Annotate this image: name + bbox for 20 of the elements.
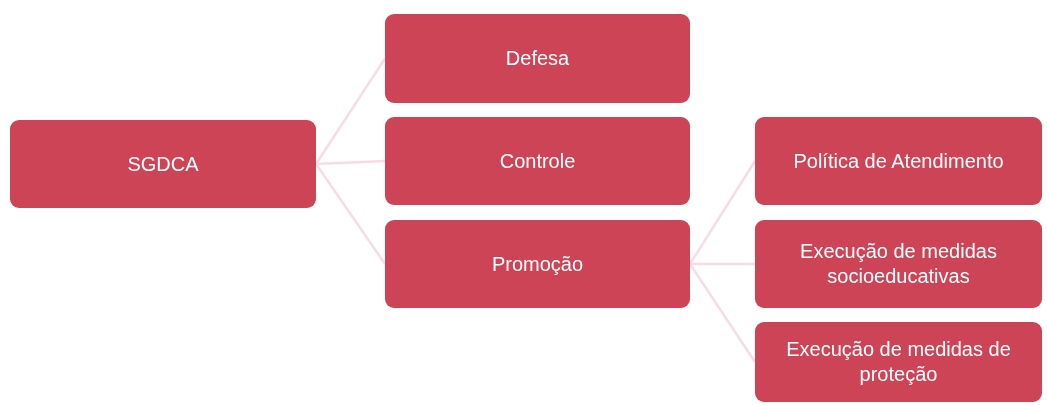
box-label: Promoção — [491, 251, 584, 277]
box-label: SGDCA — [127, 151, 199, 177]
box-label: Execução de medidas socioeducativas — [799, 239, 998, 289]
process-box — [385, 14, 690, 103]
connector-line — [690, 262, 755, 266]
connector-line — [688, 263, 757, 363]
box-label: Controle — [499, 148, 576, 174]
process-box — [385, 117, 690, 205]
connector-line — [314, 163, 387, 265]
box-label: Execução de medidas de proteção — [785, 337, 1012, 387]
process-box — [755, 322, 1042, 402]
box-label: Defesa — [505, 46, 570, 71]
box-label: Política de Atendimento — [793, 148, 1004, 174]
process-box — [385, 220, 690, 308]
connector-line — [688, 160, 757, 265]
process-box — [10, 120, 316, 208]
connector-line — [314, 57, 387, 165]
process-box — [755, 117, 1042, 205]
process-box — [755, 220, 1042, 308]
connector-line — [315, 159, 386, 166]
